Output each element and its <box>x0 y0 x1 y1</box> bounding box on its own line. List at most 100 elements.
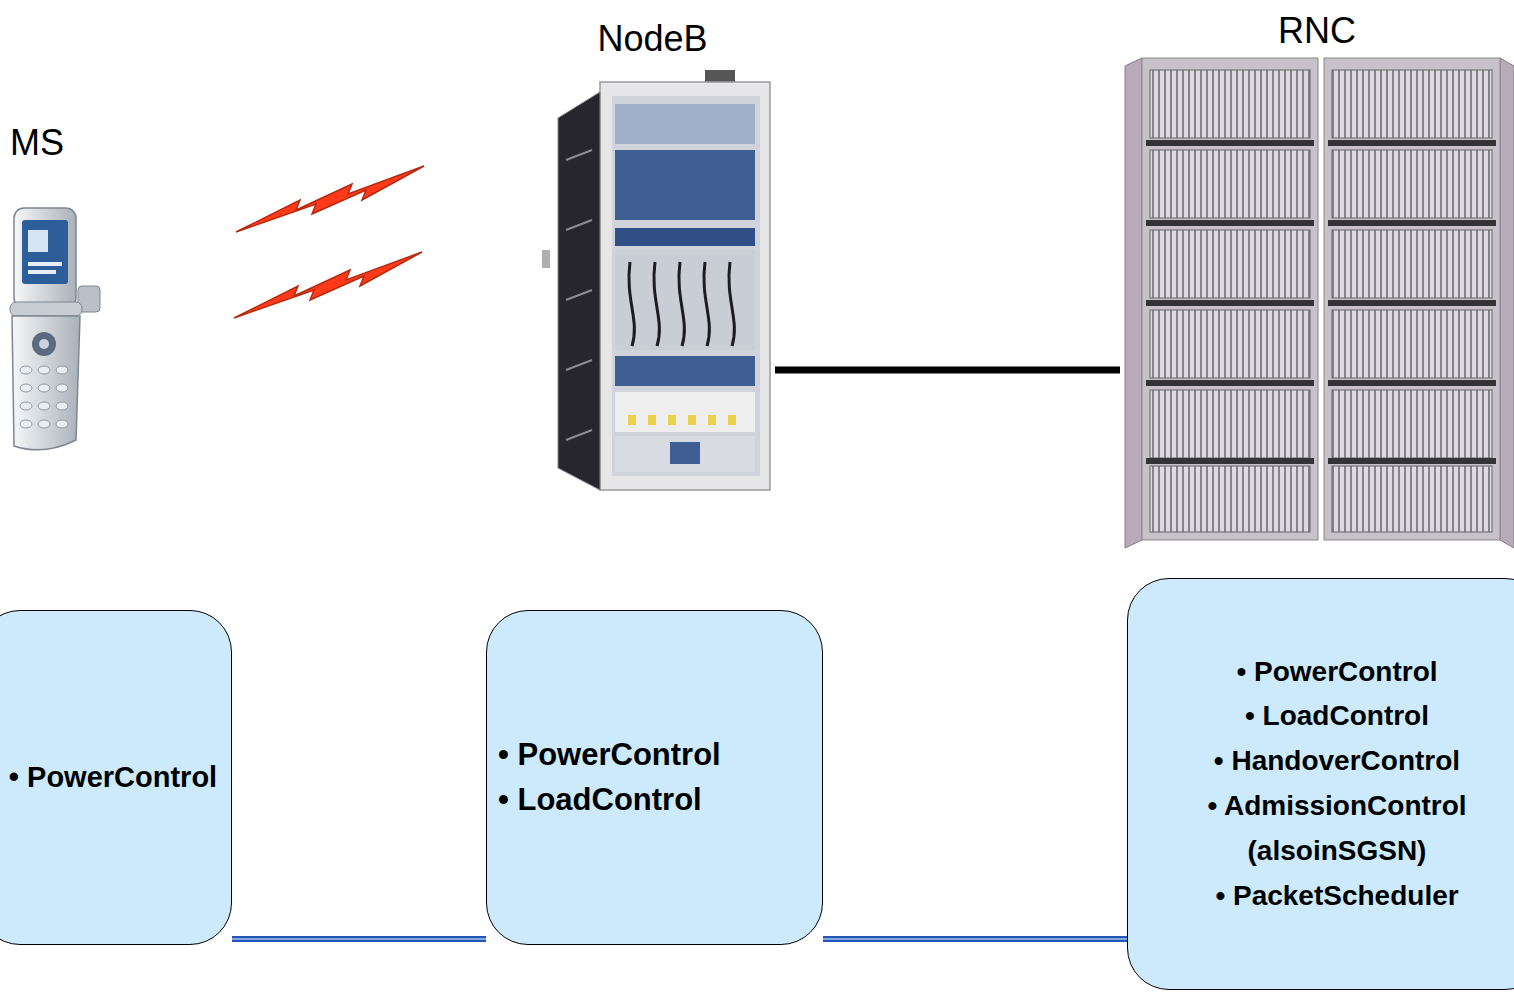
door-handle <box>542 250 550 268</box>
rack-cabinet <box>1324 58 1500 540</box>
phone-nav-key <box>32 332 56 356</box>
power-shelf <box>615 392 755 432</box>
phone-screen-line <box>28 262 62 266</box>
text-group: • PowerControl• LoadControl <box>498 733 721 823</box>
function-item: • PowerControl <box>9 756 217 798</box>
phone-key <box>38 384 50 392</box>
rack-shelf <box>1150 390 1310 458</box>
module-shelf <box>615 228 755 246</box>
connector-group <box>823 939 1127 940</box>
indicator-light <box>648 415 656 425</box>
phone-key <box>56 402 68 410</box>
fan-unit <box>615 104 755 144</box>
function-box: • PowerControl• LoadControl• HandoverCon… <box>1127 578 1514 990</box>
rack-shelf <box>1332 70 1492 138</box>
rack-shelf <box>1332 390 1492 458</box>
indicator-light <box>668 415 676 425</box>
function-item: • PacketScheduler <box>1215 874 1458 919</box>
bus-line <box>823 936 1127 942</box>
phone-key <box>56 366 68 374</box>
indicator-light <box>688 415 696 425</box>
phone-key <box>20 366 32 374</box>
phone-hinge <box>10 302 82 316</box>
rack-band <box>1146 380 1314 386</box>
rack-cabinet <box>1142 58 1318 540</box>
indicator-lights <box>628 415 736 425</box>
bus-line-highlight <box>232 938 486 940</box>
rack-shelf <box>1332 230 1492 298</box>
rack-band <box>1328 380 1496 386</box>
phone-key <box>20 384 32 392</box>
phone-key <box>20 402 32 410</box>
text-group: • PowerControl <box>9 756 217 798</box>
text-group: NodeB <box>597 18 707 59</box>
phone-screen-line <box>28 270 56 274</box>
phone-key <box>56 420 68 428</box>
phone-key <box>56 384 68 392</box>
link-line <box>775 367 1120 374</box>
rack-shelf <box>1150 230 1310 298</box>
function-item: • HandoverControl <box>1214 739 1460 784</box>
rack-band <box>1328 220 1496 226</box>
function-item: • AdmissionControl (alsoinSGSN) <box>1152 784 1514 874</box>
rack-shelf <box>1150 70 1310 138</box>
rack-band <box>1146 220 1314 226</box>
cabinet-body <box>600 82 770 490</box>
phone-key <box>38 402 50 410</box>
text-group: RNC <box>1278 10 1356 51</box>
phone-screen <box>22 220 68 284</box>
equipment-label: MS <box>10 122 64 163</box>
rack-shelf <box>1150 310 1310 378</box>
function-item: • LoadControl <box>498 778 702 823</box>
bus-line <box>232 936 486 942</box>
cabinet-door <box>558 92 600 490</box>
function-box: • PowerControl <box>0 610 232 945</box>
base-shelf <box>615 436 755 472</box>
radio-bolt <box>236 166 424 232</box>
equipment-label: RNC <box>1278 10 1356 51</box>
function-box: • PowerControl• LoadControl <box>486 610 823 945</box>
nodeb-cabinet-picture <box>542 70 770 490</box>
rnc-rack: RNC <box>1120 6 1514 546</box>
text-group: MS <box>10 122 64 163</box>
phone-screen-icon <box>28 230 48 252</box>
rack-door <box>1125 58 1142 548</box>
function-item: • PowerControl <box>1236 650 1437 695</box>
bus-line-highlight <box>823 938 1127 940</box>
function-item: • PowerControl <box>498 733 721 778</box>
rack-band <box>1328 140 1496 146</box>
equipment-label: NodeB <box>597 18 707 59</box>
phone-base <box>12 316 80 450</box>
indicator-light <box>708 415 716 425</box>
rack-door <box>1500 58 1514 548</box>
mobile-phone <box>10 208 100 450</box>
phone-key <box>38 420 50 428</box>
rack-band <box>1328 458 1496 464</box>
rack-band <box>1146 300 1314 306</box>
rack-band <box>1146 458 1314 464</box>
base-module <box>670 442 700 464</box>
phone-nav-center <box>39 339 49 349</box>
connector-group <box>775 370 1120 371</box>
rack-band <box>1328 300 1496 306</box>
module-shelf <box>615 250 755 350</box>
rack-shelf <box>1332 150 1492 218</box>
radio-bolt <box>234 252 422 318</box>
door-pattern <box>566 150 592 440</box>
phone-keypad <box>20 366 68 428</box>
phone-key <box>38 366 50 374</box>
cabinet-frame <box>612 96 760 476</box>
rack-shelf <box>1150 466 1310 532</box>
function-item: • LoadControl <box>1245 694 1429 739</box>
connector-group <box>232 939 486 940</box>
module-shelf <box>615 150 755 220</box>
indicator-light <box>728 415 736 425</box>
cables <box>629 262 734 346</box>
phone-key <box>20 420 32 428</box>
rack-shelf <box>1150 150 1310 218</box>
rack-band <box>1146 140 1314 146</box>
text-group: • PowerControl• LoadControl• HandoverCon… <box>1152 650 1514 919</box>
nodeb-cabinet: NodeB <box>530 14 775 494</box>
phone-lid <box>14 208 76 308</box>
rnc-rack-picture <box>1125 58 1514 548</box>
